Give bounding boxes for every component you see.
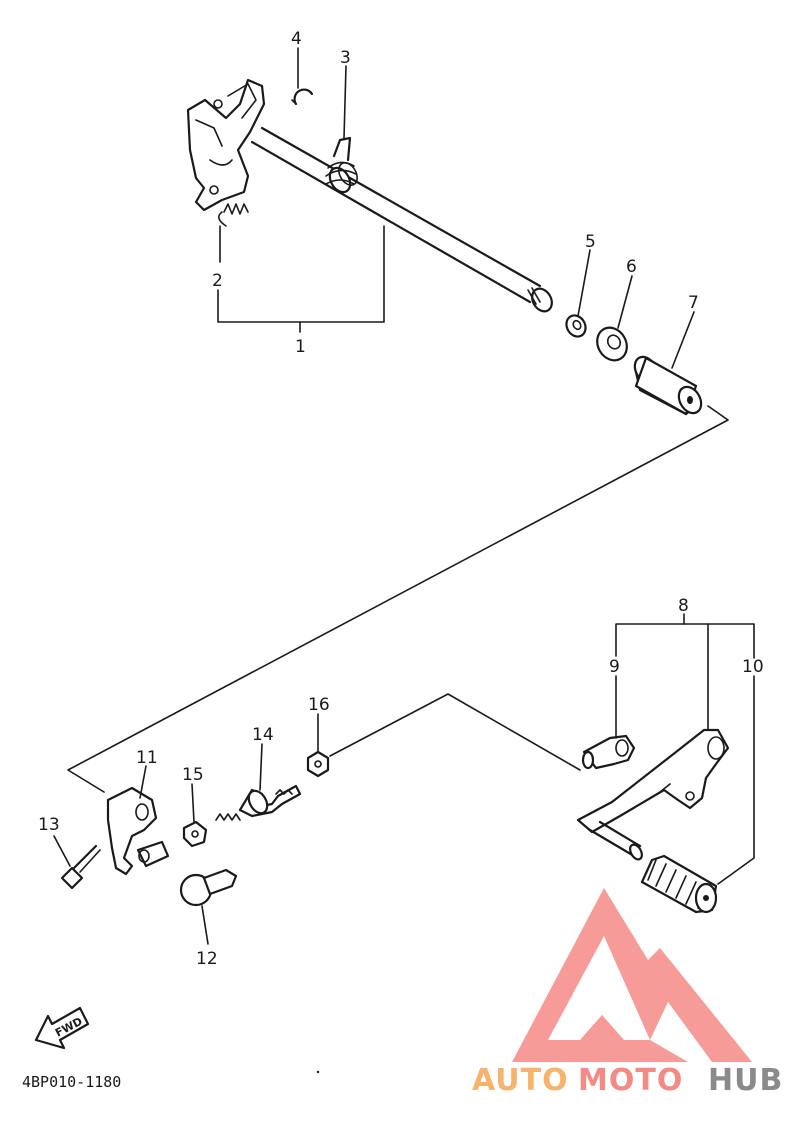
part-16-nut [306,750,330,778]
forward-direction-arrow-icon: FWD [34,1006,90,1050]
part-5-washer [565,314,587,338]
watermark-hub: HUB [708,1063,783,1098]
callout-9: 9 [609,657,620,677]
part-9-joint [581,734,636,770]
assembly-guide-line-lower [329,693,581,771]
part-1-shift-shaft [186,78,553,313]
part-4-circlip [291,88,314,106]
callout-3: 3 [340,48,351,68]
callout-4: 4 [291,29,302,49]
callout-15: 15 [182,765,204,785]
watermark-auto: AUTO [472,1063,569,1098]
watermark-text: AUTO MOTO HUB [472,1063,783,1098]
drawing-code: 4BP010-1180 [22,1073,121,1091]
callout-16: 16 [308,695,330,715]
watermark-moto: MOTO [578,1063,683,1098]
part-10-pedal-rubber [640,854,718,914]
part-11-shift-arm [106,786,170,876]
assembly-guide-line-upper [67,405,729,793]
callout-13: 13 [38,815,60,835]
part-13-bolt [60,844,101,890]
part-7-collar [633,355,703,416]
callout-8: 8 [678,596,689,616]
callout-11: 11 [136,748,158,768]
part-3-return-spring [325,136,357,185]
part-8-shift-pedal [576,728,730,861]
part-14-joint-rod [215,784,302,821]
part-6-oil-seal [596,326,628,362]
part-12-ball-joint [179,868,238,907]
stray-mark [316,1070,320,1074]
watermark-logo-icon [512,888,752,1062]
callout-2: 2 [212,271,223,291]
callout-10: 10 [742,657,764,677]
leader-lines [53,47,755,945]
callout-5: 5 [585,232,596,252]
part-15-nut [182,820,208,848]
callout-7: 7 [688,293,699,313]
callout-12: 12 [196,949,218,969]
callout-1: 1 [295,337,306,357]
callout-14: 14 [252,725,274,745]
callout-6: 6 [626,257,637,277]
callout-labels: 1 2 3 4 5 6 7 8 9 10 11 12 13 14 15 16 [38,29,764,969]
